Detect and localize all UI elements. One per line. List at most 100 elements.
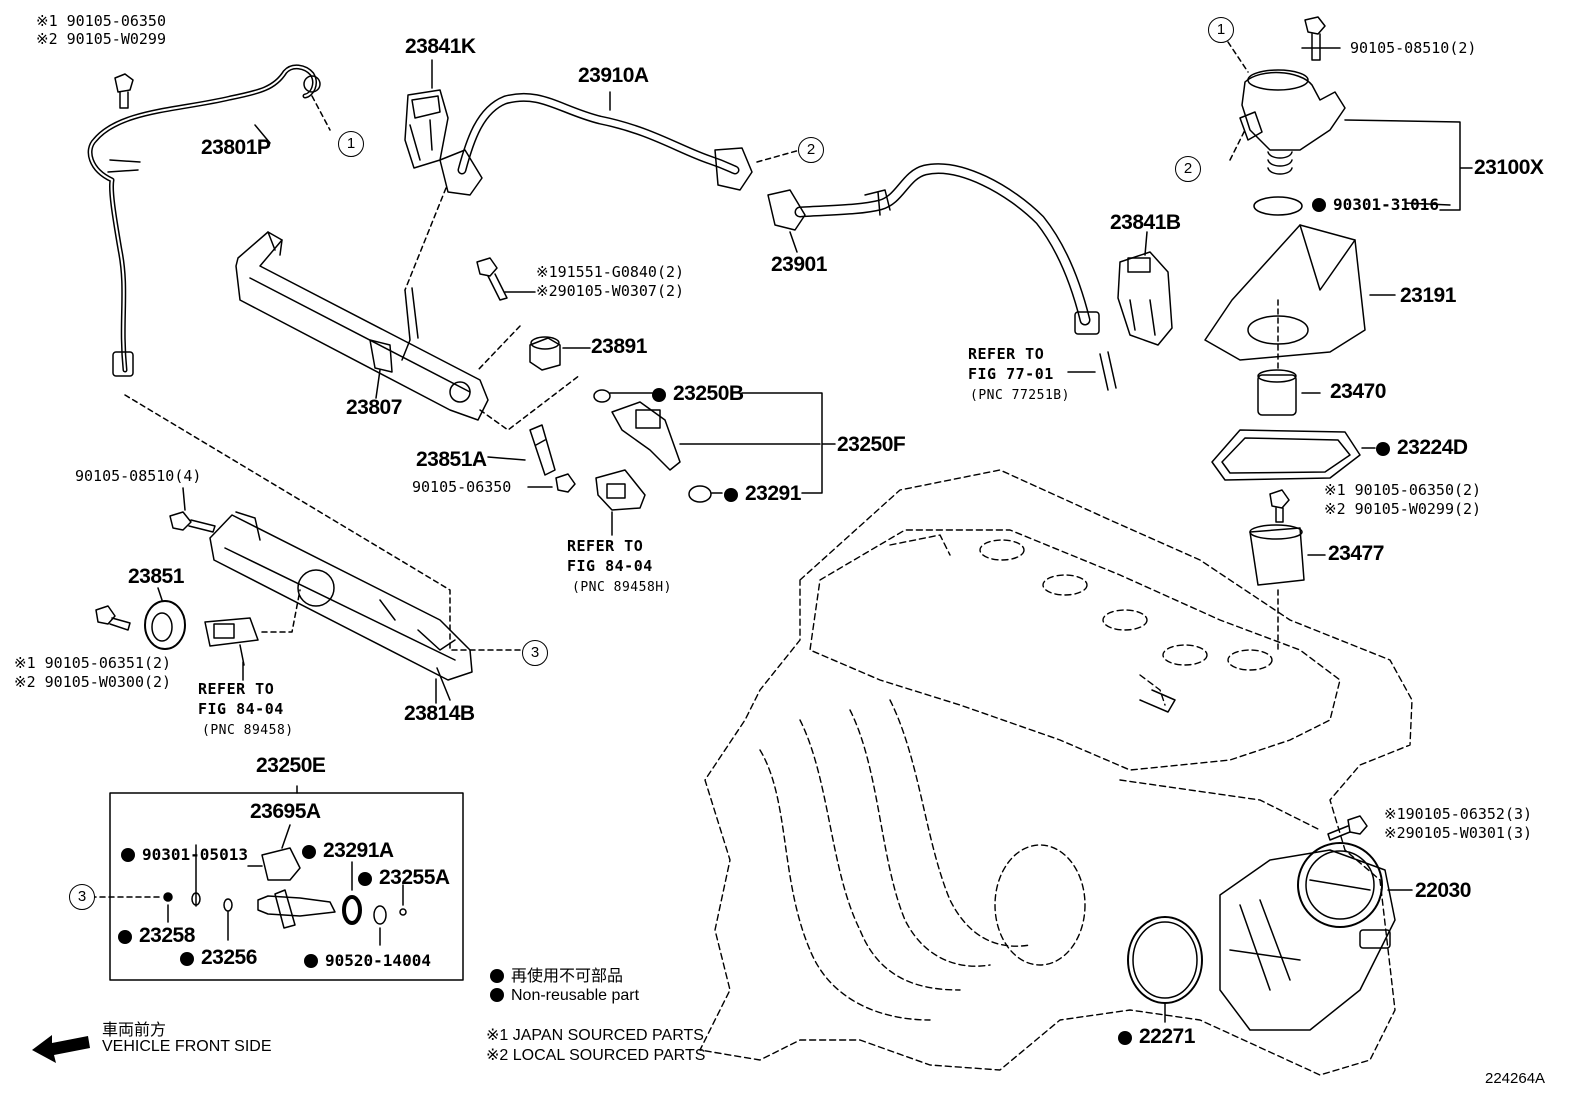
part-22271-text: 22271 (1139, 1025, 1195, 1048)
lifter-23470 (1257, 369, 1297, 416)
nonreusable-dot (358, 872, 372, 886)
part-23291A[interactable]: 23291A (302, 840, 394, 862)
connector-23841K (404, 89, 449, 169)
gasket-22271 (1127, 916, 1203, 1004)
bolt-label-b2[interactable]: ※290105-W0307(2) (536, 282, 685, 300)
nonreusable-dot (724, 488, 738, 502)
part-23891[interactable]: 23891 (591, 335, 647, 358)
part-23250B[interactable]: 23250B (652, 383, 744, 405)
part-23814B[interactable]: 23814B (404, 702, 475, 725)
refer-2-line1: REFER TO (567, 537, 644, 555)
part-23224D[interactable]: 23224D (1376, 437, 1468, 459)
sleeve-23891 (529, 336, 561, 371)
bolt-label-g2[interactable]: ※2 90105-W0300(2) (14, 673, 172, 691)
bolt-label-a2[interactable]: ※2 90105-W0299 (36, 30, 166, 48)
part-23291A-text: 23291A (323, 839, 394, 862)
legend-nonreusable-jp: 再使用不可部品 (490, 962, 623, 986)
refer-2-line2[interactable]: FIG 84-04 (567, 557, 653, 575)
part-90301-31016[interactable]: 90301-31016 (1312, 196, 1439, 213)
part-90301-31016-text: 90301-31016 (1333, 195, 1439, 214)
callout-1-left: 1 (338, 131, 364, 157)
bolt-icon-90105-06350-mid (555, 473, 576, 493)
diagram-id: 224264A (1485, 1070, 1546, 1087)
part-23807[interactable]: 23807 (346, 396, 402, 419)
nonreusable-dot (652, 388, 666, 402)
fuel-rail-23814B (209, 511, 473, 701)
part-23256-text: 23256 (201, 946, 257, 969)
part-23258[interactable]: 23258 (118, 925, 195, 947)
refer-2-line3: (PNC 89458H) (572, 580, 672, 595)
refer-3-line1: REFER TO (198, 680, 275, 698)
part-23901[interactable]: 23901 (771, 253, 827, 276)
part-23910A[interactable]: 23910A (578, 64, 649, 87)
refer-1-line3: (PNC 77251B) (970, 388, 1070, 403)
part-23191[interactable]: 23191 (1400, 284, 1456, 307)
bolt-label-c[interactable]: 90105-06350 (412, 478, 512, 496)
part-22030[interactable]: 22030 (1415, 879, 1471, 902)
legend-nonreusable-en-text: Non-reusable part (511, 987, 640, 1004)
part-23255A-text: 23255A (379, 866, 450, 889)
nonreusable-dot (1376, 442, 1390, 456)
legend-front-jp: 車両前方 (102, 1022, 167, 1039)
bolt-label-h1[interactable]: ※190105-06352(3) (1384, 805, 1533, 823)
housing-23477 (1249, 524, 1305, 586)
callout-3-box: 3 (69, 884, 95, 910)
bolt-icon-91551 (476, 257, 508, 301)
legend-dot (490, 969, 504, 983)
part-23695A[interactable]: 23695A (250, 800, 321, 823)
throttle-body-22030 (1219, 842, 1396, 1031)
part-23258-text: 23258 (139, 924, 195, 947)
nonreusable-dot (118, 930, 132, 944)
sensor-89458H (595, 469, 646, 511)
legend-nonreusable-en: Non-reusable part (490, 987, 639, 1005)
engine-outline (699, 469, 1413, 1076)
bolt-label-a1[interactable]: ※1 90105-06350 (36, 12, 166, 30)
part-23841B[interactable]: 23841B (1110, 211, 1181, 234)
part-23100X[interactable]: 23100X (1474, 156, 1544, 179)
refer-1-line1: REFER TO (968, 345, 1045, 363)
bolt-icon-topleft (114, 73, 134, 109)
part-23851[interactable]: 23851 (128, 565, 184, 588)
callout-1-right: 1 (1208, 17, 1234, 43)
part-90301-05013[interactable]: 90301-05013 (121, 846, 248, 863)
bolt-label-e2[interactable]: ※2 90105-W0299(2) (1324, 500, 1482, 518)
refer-1-line2[interactable]: FIG 77-01 (968, 365, 1054, 383)
bolt-icon-90105-06350-2 (1269, 489, 1290, 523)
nonreusable-dot (1312, 198, 1326, 212)
front-arrow-icon (32, 1035, 90, 1063)
part-90520-14004-text: 90520-14004 (325, 951, 431, 970)
bolt-icon-90105-06352 (1327, 815, 1368, 841)
nonreusable-dot (1118, 1031, 1132, 1045)
clamp-23851A (529, 424, 556, 476)
sensor-89458 (204, 617, 259, 666)
bolt-label-d[interactable]: 90105-08510(2) (1350, 39, 1477, 57)
bolt-label-f[interactable]: 90105-08510(4) (75, 467, 202, 485)
injector-kit-box (81, 785, 464, 981)
bracket-23191 (1204, 224, 1366, 361)
part-23841K[interactable]: 23841K (405, 35, 476, 58)
part-23291-text: 23291 (745, 482, 801, 505)
bolt-label-b1[interactable]: ※191551-G0840(2) (536, 263, 685, 281)
injector-23250F (611, 401, 712, 503)
part-23250E[interactable]: 23250E (256, 754, 326, 777)
part-23470[interactable]: 23470 (1330, 380, 1386, 403)
refer-3-line2[interactable]: FIG 84-04 (198, 700, 284, 718)
part-23851A[interactable]: 23851A (416, 448, 487, 471)
legend-japan-sourced: ※1 JAPAN SOURCED PARTS (486, 1027, 704, 1044)
part-22271[interactable]: 22271 (1118, 1026, 1195, 1048)
legend-nonreusable-jp-text: 再使用不可部品 (511, 968, 624, 985)
nonreusable-dot (302, 845, 316, 859)
part-23250F[interactable]: 23250F (837, 433, 906, 456)
bolt-label-h2[interactable]: ※290105-W0301(3) (1384, 824, 1533, 842)
bolt-label-g1[interactable]: ※1 90105-06351(2) (14, 654, 172, 672)
part-23255A[interactable]: 23255A (358, 867, 450, 889)
harness-23910A (439, 92, 753, 196)
refer-3-line3: (PNC 89458) (202, 723, 294, 738)
part-90520-14004[interactable]: 90520-14004 (304, 952, 431, 969)
part-23291[interactable]: 23291 (724, 483, 801, 505)
part-23477[interactable]: 23477 (1328, 542, 1384, 565)
part-23256[interactable]: 23256 (180, 947, 257, 969)
bolt-label-e1[interactable]: ※1 90105-06350(2) (1324, 481, 1482, 499)
part-23801P[interactable]: 23801P (201, 136, 271, 159)
